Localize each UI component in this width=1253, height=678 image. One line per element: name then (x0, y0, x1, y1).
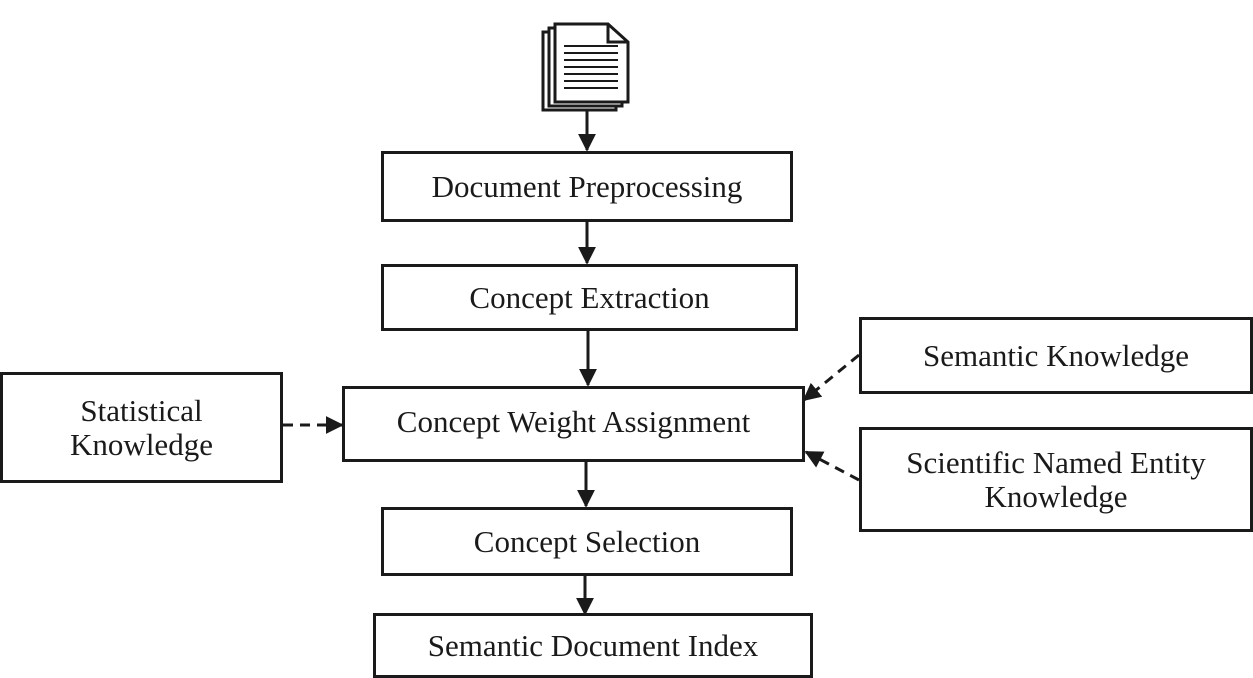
concept-weight-assignment-label: Concept Weight Assignment (396, 404, 751, 439)
scientific-named-entity-knowledge-box: Scientific Named Entity Knowledge (859, 427, 1253, 532)
statistical-knowledge-box: Statistical Knowledge (0, 372, 283, 483)
concept-selection-label: Concept Selection (473, 523, 701, 559)
statistical-knowledge-label-line1: Statistical (80, 392, 203, 428)
scientific-knowledge-label-line2: Knowledge (984, 478, 1128, 514)
semantic-knowledge-label: Semantic Knowledge (922, 337, 1189, 373)
concept-selection-box: Concept Selection (381, 507, 793, 576)
document-preprocessing-label: Document Preprocessing (431, 168, 743, 204)
semantic-knowledge-box: Semantic Knowledge (859, 317, 1253, 394)
semantic-document-index-label: Semantic Document Index (427, 627, 759, 663)
scientific-knowledge-label-line1: Scientific Named Entity (906, 444, 1206, 480)
document-stack-icon (541, 22, 630, 112)
concept-weight-assignment-box: Concept Weight Assignment (342, 386, 805, 462)
arrow-scientific-to-weighting (804, 450, 860, 482)
statistical-knowledge-label-line2: Knowledge (70, 426, 213, 462)
document-preprocessing-box: Document Preprocessing (381, 151, 793, 222)
arrow-semantic-to-weighting (802, 353, 860, 402)
concept-extraction-box: Concept Extraction (381, 264, 798, 331)
concept-extraction-label: Concept Extraction (469, 279, 710, 315)
semantic-document-index-box: Semantic Document Index (373, 613, 813, 678)
